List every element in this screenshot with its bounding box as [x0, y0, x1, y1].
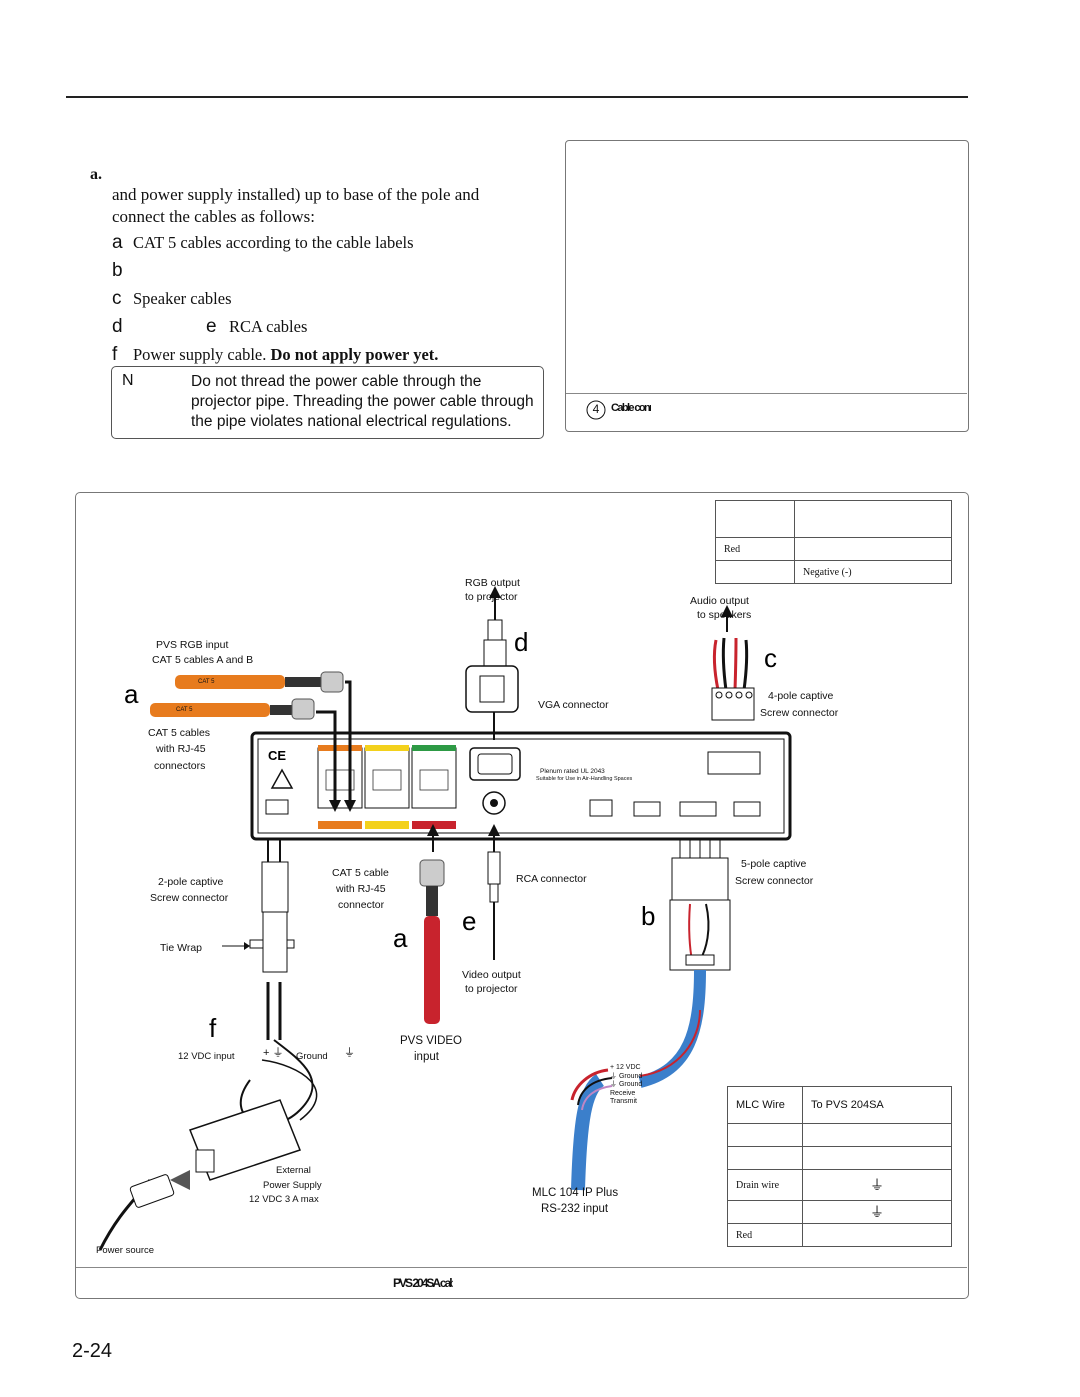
step-letter: a. — [90, 166, 102, 183]
note-text: Do not thread the power cable through th… — [191, 373, 534, 430]
label-rs232: RS-232 input — [541, 1203, 609, 1215]
label-mlc-plus: MLC 104 IP Plus — [532, 1187, 619, 1199]
label-screw-connector-4: Screw connector — [760, 707, 839, 719]
header-rule — [66, 96, 968, 98]
item-b-letter: b — [112, 260, 123, 281]
figure-number-circle — [586, 400, 606, 420]
svg-text:CE: CE — [268, 748, 286, 763]
figure-caption: PVS 204SA cable connections — [393, 1276, 453, 1290]
label-audio-output: Audio output — [690, 595, 749, 607]
label-suitable: Suitable for Use in Air-Handling Spaces — [536, 776, 633, 782]
photo-caption: Cable connections at the base of the pol… — [611, 402, 651, 414]
figure-frame — [75, 492, 969, 1299]
letter-f: f — [209, 1013, 217, 1043]
item-c-text: Speaker cables — [133, 289, 232, 308]
svg-text:CAT 5: CAT 5 — [176, 707, 193, 713]
label-with-rj45: with RJ-45 — [156, 743, 206, 755]
power-cable — [98, 838, 318, 1251]
label-cat5-cable: CAT 5 cable — [332, 867, 389, 879]
label-pvs-video: PVS VIDEO — [400, 1035, 462, 1047]
label-screw-connector-2: Screw connector — [150, 892, 229, 904]
label-2-pole: 2-pole captive — [158, 876, 224, 888]
label-power-source: Power source — [96, 1245, 155, 1256]
rca-connector — [487, 824, 501, 960]
mlc-wire-labels: + 12 VDC ⏚ Ground ⏚ Ground Receive Trans… — [610, 1064, 643, 1105]
pvs-204sa-device: CE — [250, 731, 792, 841]
label-connectors: connectors — [154, 760, 206, 772]
speaker-wire-table: Red Negative (-) — [715, 500, 952, 584]
speaker-wires — [711, 605, 755, 721]
ground-icon: ⏚ — [344, 1047, 355, 1059]
label-tie-wrap: Tie Wrap — [160, 942, 203, 954]
note-box — [111, 366, 544, 439]
step-text-line2: connect the cables as follows: — [112, 207, 315, 226]
label-to-projector-2: to projector — [465, 983, 518, 995]
letter-a-bottom: a — [393, 923, 408, 953]
mlc-cable — [570, 838, 731, 1191]
label-vga-connector: VGA connector — [538, 699, 609, 711]
label-to-speakers: to speakers — [697, 609, 752, 621]
label-video-output: Video output — [462, 969, 521, 981]
item-d-letter: d — [112, 316, 123, 337]
label-4-pole: 4-pole captive — [768, 690, 834, 702]
item-e-letter: e — [206, 316, 217, 337]
step-text-line1: and power supply installed) up to base o… — [112, 185, 480, 204]
letter-d: d — [514, 627, 528, 657]
label-input: input — [414, 1051, 439, 1063]
photo-frame — [565, 140, 969, 432]
label-12vdc-input: 12 VDC input — [178, 1051, 235, 1062]
label-connector: connector — [338, 899, 385, 911]
vga-connector-top — [465, 586, 519, 740]
svg-text:CAT 5: CAT 5 — [198, 679, 215, 685]
label-cat5-a-b: CAT 5 cables A and B — [152, 654, 254, 666]
note-marker: N — [122, 372, 134, 389]
label-rgb-output: RGB output — [465, 577, 520, 589]
letter-e: e — [462, 906, 476, 936]
cat5-cable-bottom — [419, 824, 445, 1024]
item-e-text: RCA cables — [229, 317, 308, 336]
label-plenum: Plenum rated UL 2043 — [540, 768, 605, 775]
label-screw-connector-5: Screw connector — [735, 875, 814, 887]
label-rca-connector: RCA connector — [516, 873, 587, 885]
label-external: External — [276, 1165, 311, 1176]
item-f-text: Power supply cable. Do not apply power y… — [133, 345, 439, 364]
item-c-letter: c — [112, 288, 122, 309]
letter-b: b — [641, 901, 655, 931]
cat5-cables-top: CAT 5 CAT 5 — [150, 671, 356, 812]
label-cat5-cables: CAT 5 cables — [148, 727, 211, 739]
item-f-letter: f — [112, 344, 118, 365]
label-pvs-rgb-input: PVS RGB input — [156, 639, 229, 651]
letter-c: c — [764, 643, 777, 673]
photo-caption-divider — [566, 393, 967, 394]
letter-a-top: a — [124, 679, 139, 709]
label-power-supply: Power Supply — [263, 1180, 322, 1191]
figure-number: 4 — [592, 402, 600, 416]
figure-caption-divider — [76, 1267, 967, 1268]
label-plus-ground: + ⏚ — [263, 1047, 284, 1059]
item-a-letter: a — [112, 232, 123, 253]
label-with-rj45-2: with RJ-45 — [336, 883, 386, 895]
item-a-text: CAT 5 cables according to the cable labe… — [133, 233, 414, 252]
label-to-projector-1: to projector — [465, 591, 518, 603]
label-psu-rating: 12 VDC 3 A max — [249, 1194, 319, 1205]
label-5-pole: 5-pole captive — [741, 858, 807, 870]
label-ground: Ground — [296, 1051, 328, 1062]
page-number: 2-24 — [72, 1340, 113, 1362]
